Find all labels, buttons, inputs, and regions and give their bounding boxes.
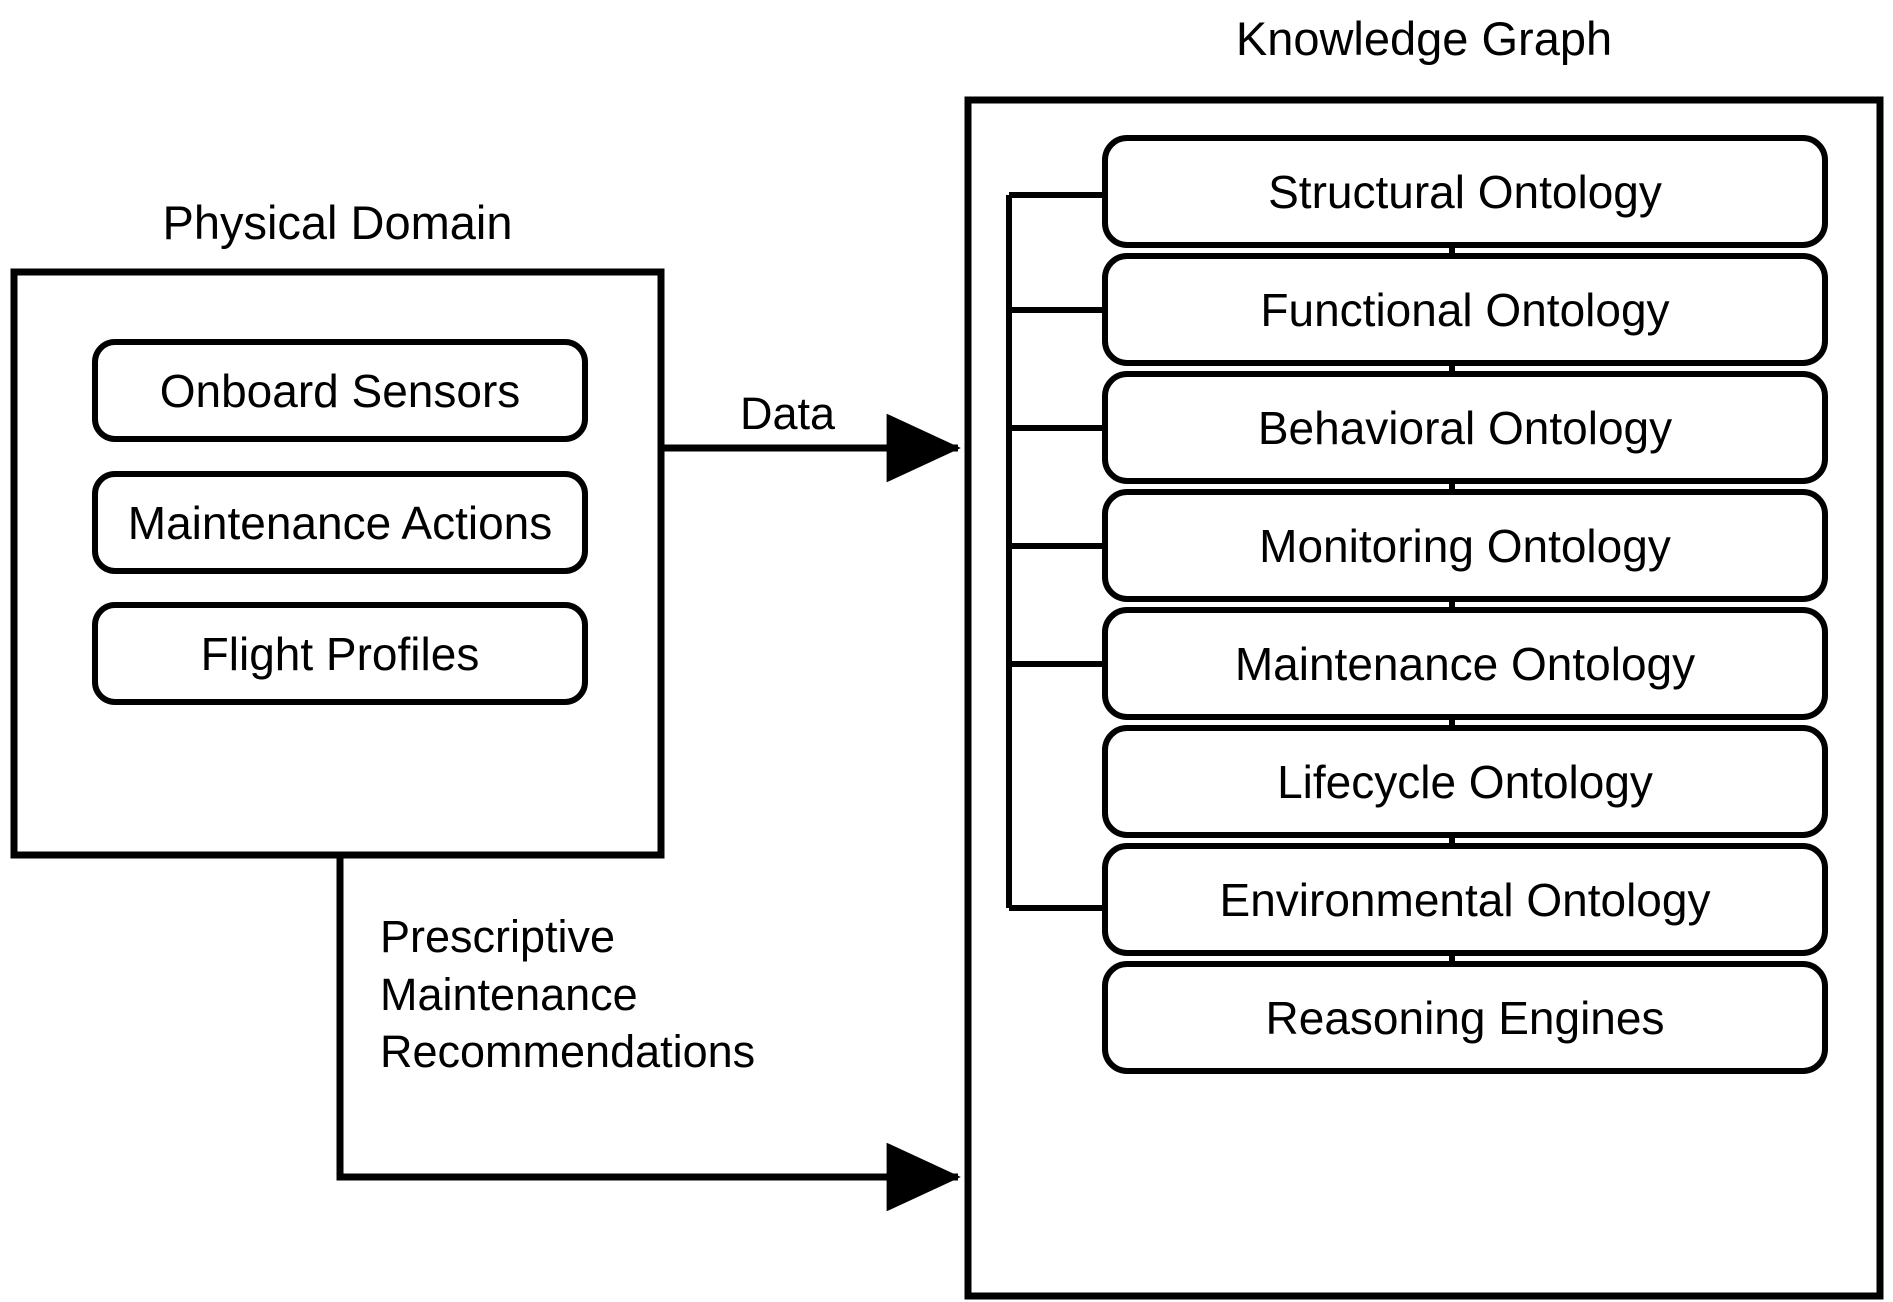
knowledge-graph-box-lifecycle-ontology[interactable] <box>1102 725 1828 838</box>
physical-domain-box-flight-profiles[interactable] <box>92 602 588 705</box>
physical-domain-label-onboard-sensors: Onboard Sensors <box>159 365 521 417</box>
knowledge-graph-label-environmental-ontology: Environmental Ontology <box>1219 874 1711 926</box>
knowledge-graph-label-behavioral-ontology: Behavioral Ontology <box>1257 402 1673 454</box>
knowledge-graph-box-environmental-ontology[interactable] <box>1102 843 1828 956</box>
knowledge-graph-label-reasoning-engines: Reasoning Engines <box>1265 992 1665 1044</box>
knowledge-graph-label-functional-ontology: Functional Ontology <box>1260 284 1670 336</box>
knowledge-graph-label-lifecycle-ontology: Lifecycle Ontology <box>1277 756 1653 808</box>
physical-domain-box-maintenance-actions[interactable] <box>92 471 588 574</box>
knowledge-graph-box-reasoning-engines[interactable] <box>1102 961 1828 1074</box>
knowledge-graph-box-structural-ontology[interactable] <box>1102 135 1828 248</box>
knowledge-graph-title: Knowledge Graph <box>1235 12 1613 65</box>
physical-domain-label-flight-profiles: Flight Profiles <box>200 628 480 680</box>
physical-domain-box-onboard-sensors[interactable] <box>92 339 588 442</box>
knowledge-graph-label-structural-ontology: Structural Ontology <box>1268 166 1662 218</box>
physical-domain-title: Physical Domain <box>162 196 513 249</box>
physical-domain-label-maintenance-actions: Maintenance Actions <box>127 497 553 549</box>
knowledge-graph-label-maintenance-ontology: Maintenance Ontology <box>1234 638 1696 690</box>
knowledge-graph-label-monitoring-ontology: Monitoring Ontology <box>1259 520 1671 572</box>
data-edge-label: Data <box>740 388 836 439</box>
prescriptive-maintenance-arrow <box>336 855 961 1212</box>
prescriptive-maintenance-edge-label: Prescriptive Maintenance Recommendations <box>380 911 756 1078</box>
